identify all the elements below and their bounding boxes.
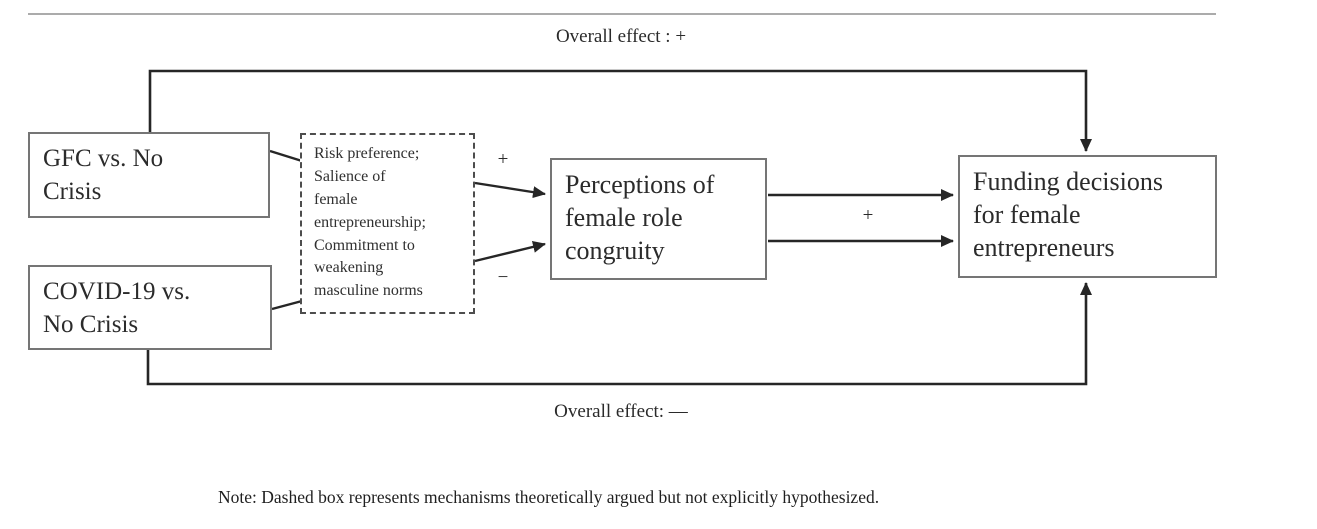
perceptions-box: Perceptions of female role congruity	[550, 158, 767, 280]
overall-negative-path-arrow	[146, 282, 1092, 386]
mediation-negative-sign: −	[497, 267, 509, 288]
mediation-positive-sign: +	[497, 149, 509, 170]
direct-positive-sign: +	[862, 205, 874, 226]
mechanisms-to-perceptions-arrow-positive	[474, 181, 546, 199]
funding-decisions-box: Funding decisions for female entrepreneu…	[958, 155, 1217, 278]
figure-note: Note: Dashed box represents mechanisms t…	[218, 487, 880, 507]
gfc-to-mechanisms-connector	[269, 149, 303, 163]
mechanisms-dashed-box: Risk preference; Salience of female entr…	[300, 133, 475, 314]
overall-effect-bottom-label: Overall effect: —	[554, 401, 688, 422]
overall-effect-top-label: Overall effect : +	[555, 26, 687, 47]
overall-positive-path-arrow	[148, 69, 1092, 152]
gfc-vs-no-crisis-box: GFC vs. No Crisis	[28, 132, 270, 218]
covid-to-mechanisms-connector	[271, 299, 303, 311]
top-divider	[28, 13, 1216, 15]
mechanisms-to-perceptions-arrow-negative	[474, 241, 546, 263]
covid-vs-no-crisis-box: COVID-19 vs. No Crisis	[28, 265, 272, 350]
